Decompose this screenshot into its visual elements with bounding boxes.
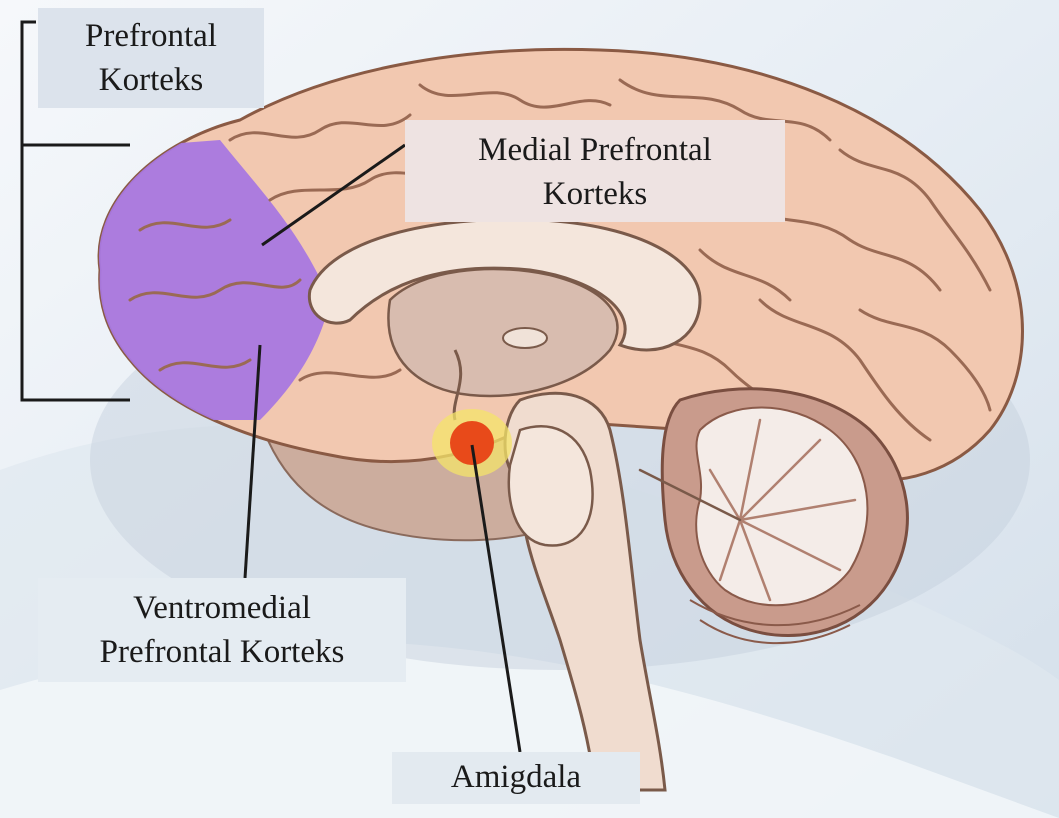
label-vmpfc-line1: Ventromedial [38,586,406,630]
label-amygdala-line1: Amigdala [392,755,640,799]
interthalamic-adhesion [503,328,547,348]
label-medial-line2: Korteks [405,172,785,216]
label-prefrontal-cortex: Prefrontal Korteks [38,8,264,108]
amygdala-highlight [450,421,494,465]
label-medial-line1: Medial Prefrontal [405,128,785,172]
label-vmpfc-line2: Prefrontal Korteks [38,630,406,674]
label-medial-prefrontal-cortex: Medial Prefrontal Korteks [405,120,785,222]
label-amygdala: Amigdala [392,752,640,804]
label-prefrontal-line2: Korteks [38,58,264,102]
label-ventromedial-prefrontal-cortex: Ventromedial Prefrontal Korteks [38,578,406,682]
label-prefrontal-line1: Prefrontal [38,14,264,58]
